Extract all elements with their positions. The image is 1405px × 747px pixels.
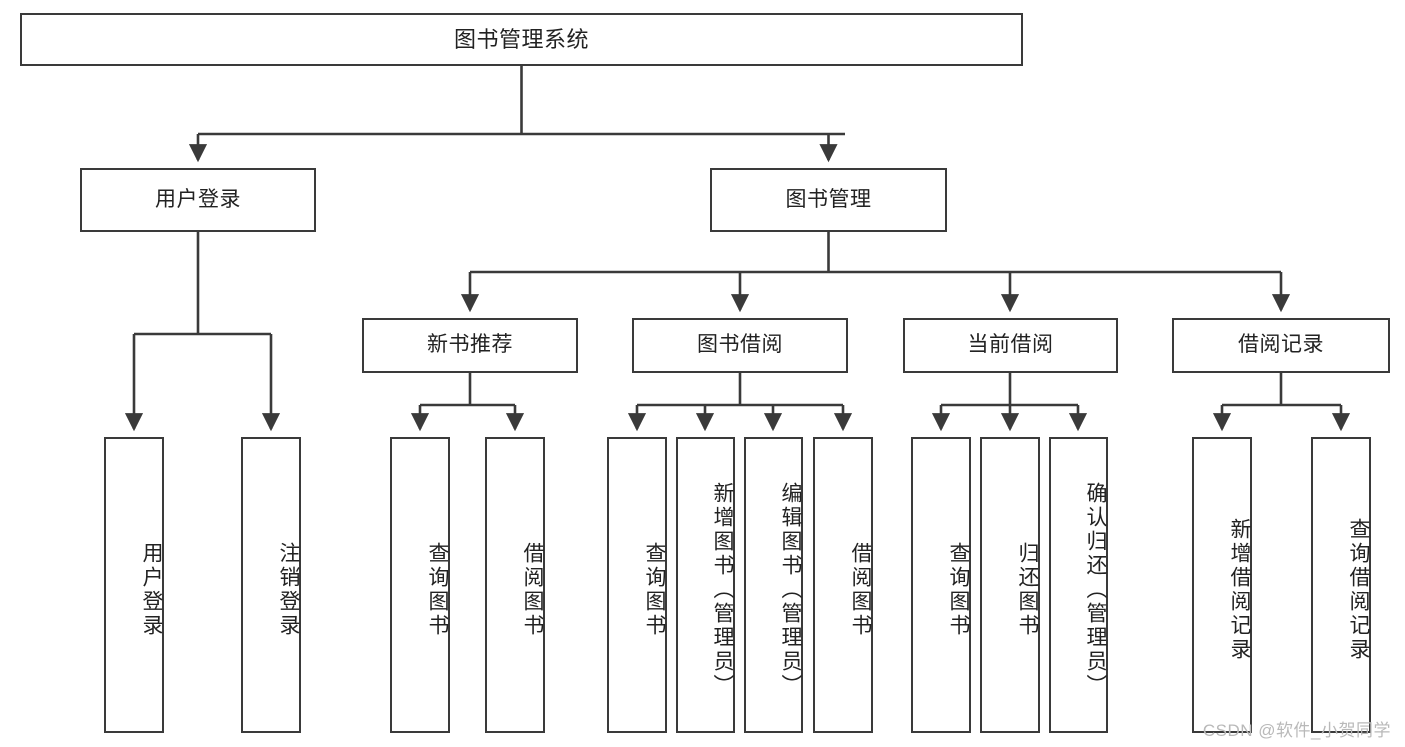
- leaf-query-record-label: 查询借阅记录: [1347, 518, 1370, 662]
- leaf-borrow-book-1[interactable]: 借阅图书: [485, 437, 545, 733]
- node-book-borrow-label: 图书借阅: [697, 333, 783, 357]
- node-root-label: 图书管理系统: [453, 26, 589, 52]
- node-new-book-recommend-label: 新书推荐: [427, 333, 513, 357]
- leaf-query-book-3[interactable]: 查询图书: [911, 437, 971, 733]
- leaf-user-login-label: 用户登录: [140, 542, 163, 638]
- leaf-confirm-return-label: 确认归还（管理员）: [1084, 482, 1107, 698]
- leaf-query-book-2-label: 查询图书: [643, 542, 666, 638]
- leaf-borrow-book-2[interactable]: 借阅图书: [813, 437, 873, 733]
- leaf-add-book[interactable]: 新增图书（管理员）: [676, 437, 735, 733]
- node-new-book-recommend[interactable]: 新书推荐: [362, 318, 578, 373]
- leaf-confirm-return[interactable]: 确认归还（管理员）: [1049, 437, 1108, 733]
- leaf-borrow-book-2-label: 借阅图书: [849, 542, 872, 638]
- node-current-borrow[interactable]: 当前借阅: [903, 318, 1118, 373]
- leaf-query-book-1[interactable]: 查询图书: [390, 437, 450, 733]
- leaf-edit-book[interactable]: 编辑图书（管理员）: [744, 437, 803, 733]
- leaf-add-book-label: 新增图书（管理员）: [711, 482, 734, 698]
- node-book-manage[interactable]: 图书管理: [710, 168, 947, 232]
- node-user-login[interactable]: 用户登录: [80, 168, 316, 232]
- leaf-logout-label: 注销登录: [277, 542, 300, 638]
- leaf-borrow-book-1-label: 借阅图书: [521, 542, 544, 638]
- leaf-return-book-label: 归还图书: [1016, 542, 1039, 638]
- node-root[interactable]: 图书管理系统: [20, 13, 1023, 66]
- leaf-query-record[interactable]: 查询借阅记录: [1311, 437, 1371, 733]
- node-book-manage-label: 图书管理: [785, 187, 872, 211]
- node-borrow-record[interactable]: 借阅记录: [1172, 318, 1390, 373]
- leaf-query-book-3-label: 查询图书: [947, 542, 970, 638]
- leaf-user-login[interactable]: 用户登录: [104, 437, 164, 733]
- node-user-login-label: 用户登录: [155, 187, 241, 211]
- leaf-add-record[interactable]: 新增借阅记录: [1192, 437, 1252, 733]
- leaf-return-book[interactable]: 归还图书: [980, 437, 1040, 733]
- leaf-logout[interactable]: 注销登录: [241, 437, 301, 733]
- leaf-add-record-label: 新增借阅记录: [1228, 518, 1251, 662]
- leaf-edit-book-label: 编辑图书（管理员）: [779, 482, 802, 698]
- node-borrow-record-label: 借阅记录: [1238, 333, 1324, 357]
- leaf-query-book-1-label: 查询图书: [426, 542, 449, 638]
- watermark: CSDN @软件_小贺同学: [1202, 721, 1391, 740]
- leaf-query-book-2[interactable]: 查询图书: [607, 437, 667, 733]
- node-book-borrow[interactable]: 图书借阅: [632, 318, 848, 373]
- node-current-borrow-label: 当前借阅: [967, 333, 1054, 357]
